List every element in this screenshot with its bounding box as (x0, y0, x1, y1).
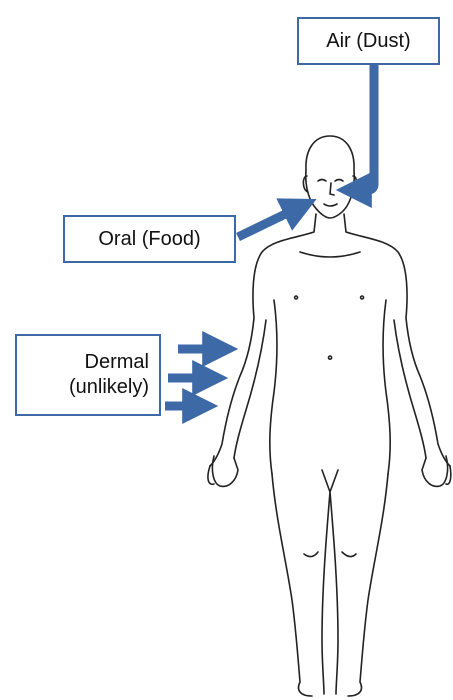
torso-right-side (383, 300, 390, 474)
air-dust-label-box: Air (Dust) (297, 17, 440, 65)
right-hand (422, 456, 451, 486)
nose (330, 183, 334, 195)
navel (328, 356, 331, 359)
oral-food-label-box: Oral (Food) (63, 215, 236, 263)
inner-legs (322, 470, 338, 694)
oral-food-label: Oral (Food) (98, 227, 200, 252)
mouth (324, 204, 337, 206)
collarbones (300, 252, 360, 257)
dermal-label-box: Dermal (unlikely) (15, 334, 161, 416)
dermal-label-line1: Dermal (85, 350, 149, 375)
right-eye (335, 180, 343, 182)
air-dust-label: Air (Dust) (326, 29, 410, 54)
oral-exposure-arrow (238, 206, 302, 237)
human-body-outline-icon (208, 136, 451, 696)
knees (304, 552, 356, 557)
left-leg-outer (272, 474, 312, 696)
right-nipple (361, 296, 364, 299)
dermal-label-line2: (unlikely) (69, 375, 149, 400)
body-outline (210, 214, 450, 466)
air-exposure-arrow (352, 64, 374, 190)
torso-left-side (270, 300, 277, 474)
left-hand (208, 456, 238, 486)
right-leg-outer (348, 474, 388, 696)
left-nipple (295, 296, 298, 299)
left-eye (318, 180, 326, 182)
